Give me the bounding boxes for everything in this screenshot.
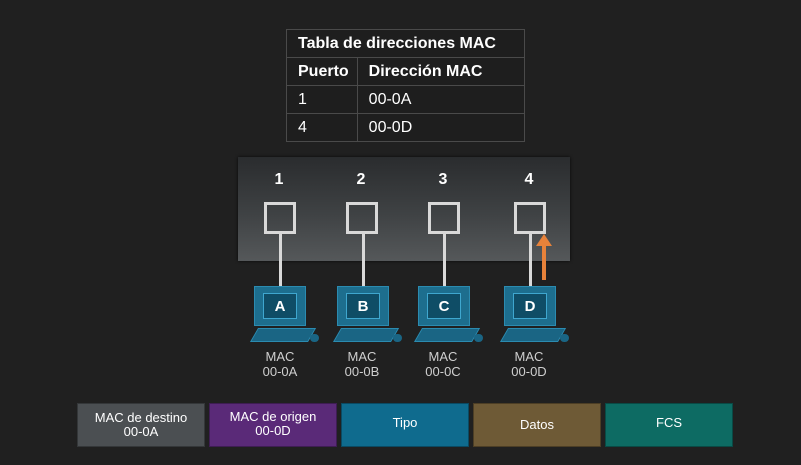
frame-field-src-mac: MAC de origen 00-0D xyxy=(209,403,337,447)
host-mac-label: MAC 00-0A xyxy=(250,349,310,379)
host-mac-label: MAC 00-0B xyxy=(332,349,392,379)
mac-caption: MAC xyxy=(347,349,377,364)
mac-table-header-port: Puerto xyxy=(286,57,358,86)
switch-port-3 xyxy=(428,202,460,234)
port-number-1: 1 xyxy=(274,171,284,188)
field-value: 00-0A xyxy=(123,424,159,439)
cable-c xyxy=(443,234,446,290)
host-mac-label: MAC 00-0D xyxy=(499,349,559,379)
switch-port-4 xyxy=(514,202,546,234)
cable-a xyxy=(279,234,282,290)
mac-address-table: Tabla de direcciones MAC Puerto Direcció… xyxy=(286,29,526,142)
mac-value: 00-0B xyxy=(344,364,380,379)
monitor-icon: B xyxy=(337,286,389,326)
mouse-icon xyxy=(560,334,569,342)
mac-value: 00-0A xyxy=(262,364,298,379)
field-label: Tipo xyxy=(392,415,418,430)
host-label: B xyxy=(346,293,380,319)
arrow-head-icon xyxy=(536,234,552,246)
frame-direction-arrow xyxy=(542,244,546,280)
mac-caption: MAC xyxy=(265,349,295,364)
mac-caption: MAC xyxy=(514,349,544,364)
field-label: Datos xyxy=(520,417,554,432)
field-label: FCS xyxy=(656,415,682,430)
host-label: C xyxy=(427,293,461,319)
keyboard-icon xyxy=(414,328,481,342)
host-mac-label: MAC 00-0C xyxy=(413,349,473,379)
mac-table-title: Tabla de direcciones MAC xyxy=(286,29,525,58)
cable-b xyxy=(362,234,365,290)
computer-d: D xyxy=(500,286,570,346)
mouse-icon xyxy=(474,334,483,342)
host-label: A xyxy=(263,293,297,319)
monitor-icon: A xyxy=(254,286,306,326)
table-cell-port: 1 xyxy=(286,85,358,114)
mac-value: 00-0C xyxy=(425,364,461,379)
mac-table-header-mac: Dirección MAC xyxy=(356,57,526,86)
frame-field-data: Datos xyxy=(473,403,601,447)
frame-field-fcs: FCS xyxy=(605,403,733,447)
port-number-4: 4 xyxy=(524,171,534,188)
table-cell-mac: 00-0D xyxy=(356,113,526,142)
table-cell-port: 4 xyxy=(286,113,358,142)
port-number-2: 2 xyxy=(356,171,366,188)
frame-field-dest-mac: MAC de destino 00-0A xyxy=(77,403,205,447)
host-label: D xyxy=(513,293,547,319)
switch-port-2 xyxy=(346,202,378,234)
keyboard-icon xyxy=(333,328,400,342)
field-label: MAC de destino xyxy=(94,410,188,425)
table-row: 1 00-0A xyxy=(286,85,526,114)
computer-c: C xyxy=(414,286,484,346)
mouse-icon xyxy=(310,334,319,342)
mouse-icon xyxy=(393,334,402,342)
table-cell-mac: 00-0A xyxy=(356,85,526,114)
switch-port-1 xyxy=(264,202,296,234)
computer-a: A xyxy=(250,286,320,346)
field-value: 00-0D xyxy=(255,423,291,438)
cable-d xyxy=(529,234,532,290)
keyboard-icon xyxy=(250,328,317,342)
monitor-icon: C xyxy=(418,286,470,326)
computer-b: B xyxy=(333,286,403,346)
table-row: 4 00-0D xyxy=(286,113,526,142)
mac-value: 00-0D xyxy=(511,364,547,379)
frame-field-type: Tipo xyxy=(341,403,469,447)
mac-caption: MAC xyxy=(428,349,458,364)
field-label: MAC de origen xyxy=(229,409,317,424)
keyboard-icon xyxy=(500,328,567,342)
port-number-3: 3 xyxy=(438,171,448,188)
monitor-icon: D xyxy=(504,286,556,326)
